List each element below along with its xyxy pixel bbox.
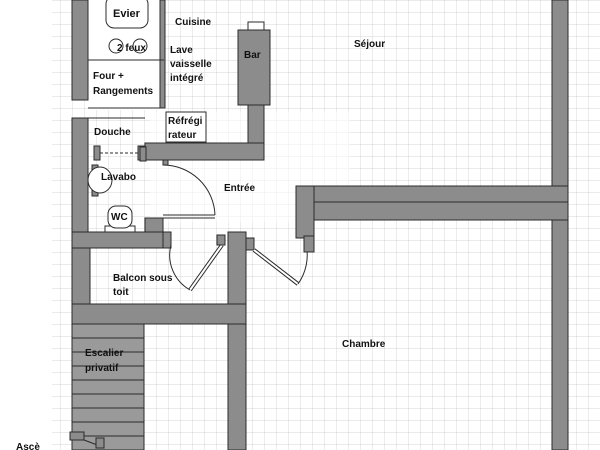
- wall-left-outer: [71, 0, 89, 101]
- evier-sink: [105, 0, 149, 29]
- label-four-1: Four +: [93, 71, 124, 82]
- wall-chambre-right: [551, 219, 569, 450]
- shower-valve-left: [93, 145, 101, 161]
- balcony-door-right-jamb: [216, 234, 226, 246]
- balcony-door-left-jamb: [162, 231, 172, 249]
- bathroom-door-jamb: [139, 146, 147, 162]
- burner-right-icon: [132, 38, 148, 54]
- wall-bathroom-stub: [144, 217, 164, 233]
- bar: [237, 21, 271, 106]
- stair-block: [71, 323, 145, 450]
- label-chambre: Chambre: [342, 339, 386, 350]
- wall-balcony-left: [71, 247, 91, 305]
- label-sejour: Séjour: [354, 39, 385, 50]
- label-escalier-1: Escalier: [85, 348, 123, 359]
- wall-balcony-top: [71, 231, 164, 249]
- label-balcon-2: toit: [113, 287, 129, 298]
- wall-entry-top: [144, 142, 265, 161]
- wall-lines: [89, 214, 215, 304]
- label-ascenseur: Ascè: [16, 442, 40, 450]
- label-evier: Evier: [113, 8, 141, 20]
- bar-counter: [237, 29, 271, 106]
- doors: [139, 146, 315, 292]
- balcony-door-left-arc: [169, 244, 191, 291]
- label-deux-feux: 2 feux: [117, 43, 146, 54]
- label-lave-vaisselle-3: intégré: [170, 73, 204, 84]
- kitchen: [88, 0, 207, 143]
- refrigerator: [165, 111, 207, 143]
- chambre-door-jamb-right: [303, 235, 315, 253]
- walls: [71, 0, 569, 450]
- wall-sejour-chambre: [295, 185, 569, 203]
- elevator-door: [69, 431, 105, 449]
- label-douche: Douche: [94, 127, 131, 138]
- wall-chambre-door-jamb: [295, 185, 315, 239]
- entry-door-arc: [162, 164, 216, 216]
- chambre-door-jamb-left: [245, 237, 255, 251]
- bar-stool: [247, 21, 265, 31]
- label-lave-vaisselle-2: vaisselle: [170, 59, 212, 70]
- label-cuisine: Cuisine: [175, 17, 212, 28]
- wall-left-bathroom: [71, 117, 89, 233]
- label-lave-vaisselle-1: Lave: [170, 45, 193, 56]
- wall-balcony-bottom: [71, 303, 247, 325]
- wall-corridor: [227, 323, 247, 450]
- label-refrigerateur-1: Réfrégi: [168, 116, 203, 127]
- label-wc: WC: [111, 212, 128, 223]
- label-refrigerateur-2: rateur: [168, 130, 196, 141]
- burner-left-icon: [108, 38, 124, 54]
- label-escalier-2: privatif: [85, 363, 119, 374]
- label-lavabo: Lavabo: [101, 172, 136, 183]
- wall-sejour-chambre-lower: [295, 201, 569, 221]
- label-four-2: Rangements: [93, 86, 153, 97]
- stairs: [71, 323, 145, 450]
- label-entree: Entrée: [224, 183, 256, 194]
- wc-bowl: [107, 205, 133, 229]
- label-bar: Bar: [244, 50, 261, 61]
- entry-door-leaf: [162, 159, 169, 166]
- wall-sejour-right: [551, 0, 569, 201]
- label-balcon-1: Balcon sous: [113, 273, 173, 284]
- wall-kitchen-right: [159, 0, 166, 109]
- lavabo-bowl: [87, 166, 113, 194]
